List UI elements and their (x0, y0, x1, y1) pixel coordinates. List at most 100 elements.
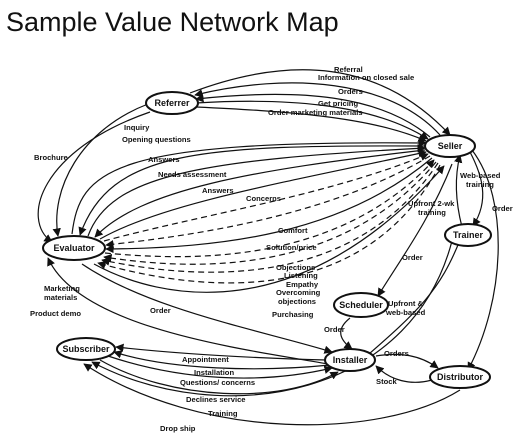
label-orders-distributor: Orders (384, 349, 409, 358)
label-declines-service: Declines service (186, 395, 246, 404)
edge-empathy (101, 162, 439, 273)
edge-questions-concerns (107, 355, 333, 379)
edge-marketing-materials (37, 111, 151, 243)
label-needs-assessment: Needs assessment (158, 170, 227, 179)
label-questions-concerns: Questions/ concerns (180, 378, 255, 387)
label-upfront-web-1: Upfront & (388, 299, 424, 308)
node-scheduler-label: Scheduler (339, 300, 383, 310)
node-seller[interactable]: Seller (424, 134, 476, 158)
edge-installation (113, 350, 331, 370)
edge-training (91, 227, 456, 397)
label-order-scheduler: Order (402, 253, 423, 262)
edge-order-scheduler (377, 163, 453, 297)
label-marketing-2: materials (44, 293, 77, 302)
label-answers-1: Answers (148, 155, 180, 164)
edge-brochure (52, 103, 149, 237)
edge-web-based-training (469, 151, 484, 227)
edge-answers-2 (99, 149, 427, 240)
edge-order-evaluator (81, 263, 333, 354)
label-product-demo: Product demo (30, 309, 81, 318)
label-purchasing: Purchasing (272, 310, 314, 319)
edge-order-marketing (195, 106, 427, 142)
node-seller-shape (424, 134, 476, 158)
node-scheduler[interactable]: Scheduler (333, 292, 389, 318)
edge-stock (375, 365, 433, 383)
label-solution-price: Solution/price (266, 243, 317, 252)
node-distributor-label: Distributor (437, 372, 483, 382)
edge-labels: Referral Information on closed sale Orde… (30, 65, 513, 433)
node-installer-label: Installer (333, 355, 368, 365)
edge-concerns (103, 153, 429, 242)
node-distributor[interactable]: Distributor (429, 365, 491, 389)
label-overcoming-1: Overcoming (276, 288, 321, 297)
node-trainer-label: Trainer (453, 230, 484, 240)
edge-declines-service (99, 359, 339, 395)
node-installer-shape (324, 348, 376, 372)
label-brochure: Brochure (34, 153, 68, 162)
node-distributor-shape (429, 365, 491, 389)
edge-appointment (115, 343, 327, 361)
label-orders-referrer: Orders (338, 87, 363, 96)
edges (37, 69, 499, 426)
edge-upfront-training (454, 154, 463, 228)
page-title: Sample Value Network Map (6, 7, 339, 37)
label-opening-questions: Opening questions (122, 135, 191, 144)
label-comfort: Comfort (278, 226, 308, 235)
edge-purchasing (93, 165, 445, 293)
edge-objections (104, 159, 435, 258)
node-trainer-shape (444, 223, 492, 247)
label-web-based-1: Web-based (460, 171, 501, 180)
node-evaluator-label: Evaluator (53, 243, 95, 253)
node-evaluator[interactable]: Evaluator (42, 235, 106, 261)
node-subscriber-label: Subscriber (62, 344, 110, 354)
node-referrer-shape (145, 91, 199, 115)
label-upfront-2: training (418, 208, 446, 217)
edge-drop-ship (83, 363, 461, 426)
label-appointment: Appointment (182, 355, 229, 364)
label-concerns: Concerns (246, 194, 281, 203)
node-referrer-label: Referrer (154, 98, 190, 108)
label-marketing-1: Marketing (44, 284, 80, 293)
label-objections: Objections (276, 263, 315, 272)
label-info-closed-sale: Information on closed sale (318, 73, 414, 82)
edge-listening (103, 161, 437, 265)
edge-orders-referrer (195, 93, 431, 138)
label-order-evaluator: Order (150, 306, 171, 315)
label-referral: Referral (334, 65, 363, 74)
edge-get-pricing (195, 100, 429, 140)
node-referrer[interactable]: Referrer (145, 91, 199, 115)
label-order-marketing: Order marketing materials (268, 108, 363, 117)
edge-opening-questions (78, 145, 427, 236)
label-stock: Stock (376, 377, 397, 386)
edge-info-closed-sale (194, 82, 441, 136)
edge-inquiry (71, 138, 427, 235)
node-seller-label: Seller (438, 141, 463, 151)
edge-needs-assessment (94, 149, 426, 238)
label-upfront-web-2: web-based (385, 308, 426, 317)
label-upfront-1: Upfront 2-wk (408, 199, 455, 208)
edge-orders-distributor (375, 353, 439, 369)
label-web-based-2: training (466, 180, 494, 189)
node-installer[interactable]: Installer (324, 348, 376, 372)
node-subscriber[interactable]: Subscriber (56, 337, 116, 361)
label-training: Training (208, 409, 238, 418)
edge-answers-1 (87, 144, 426, 237)
label-overcoming-2: objections (278, 297, 316, 306)
node-subscriber-shape (56, 337, 116, 361)
label-drop-ship: Drop ship (160, 424, 196, 433)
node-trainer[interactable]: Trainer (444, 223, 492, 247)
node-scheduler-shape (333, 292, 389, 318)
label-answers-2: Answers (202, 186, 234, 195)
label-get-pricing: Get pricing (318, 99, 358, 108)
edge-upfront-web (361, 239, 461, 361)
label-order-distributor: Order (492, 204, 513, 213)
label-inquiry: Inquiry (124, 123, 150, 132)
label-listening: Listening (284, 271, 318, 280)
edge-referral (189, 69, 451, 136)
edge-solution-price (105, 157, 433, 254)
node-evaluator-shape (42, 235, 106, 261)
edge-order-distributor (467, 149, 499, 371)
label-empathy: Empathy (286, 280, 319, 289)
label-order-installer: Order (324, 325, 345, 334)
